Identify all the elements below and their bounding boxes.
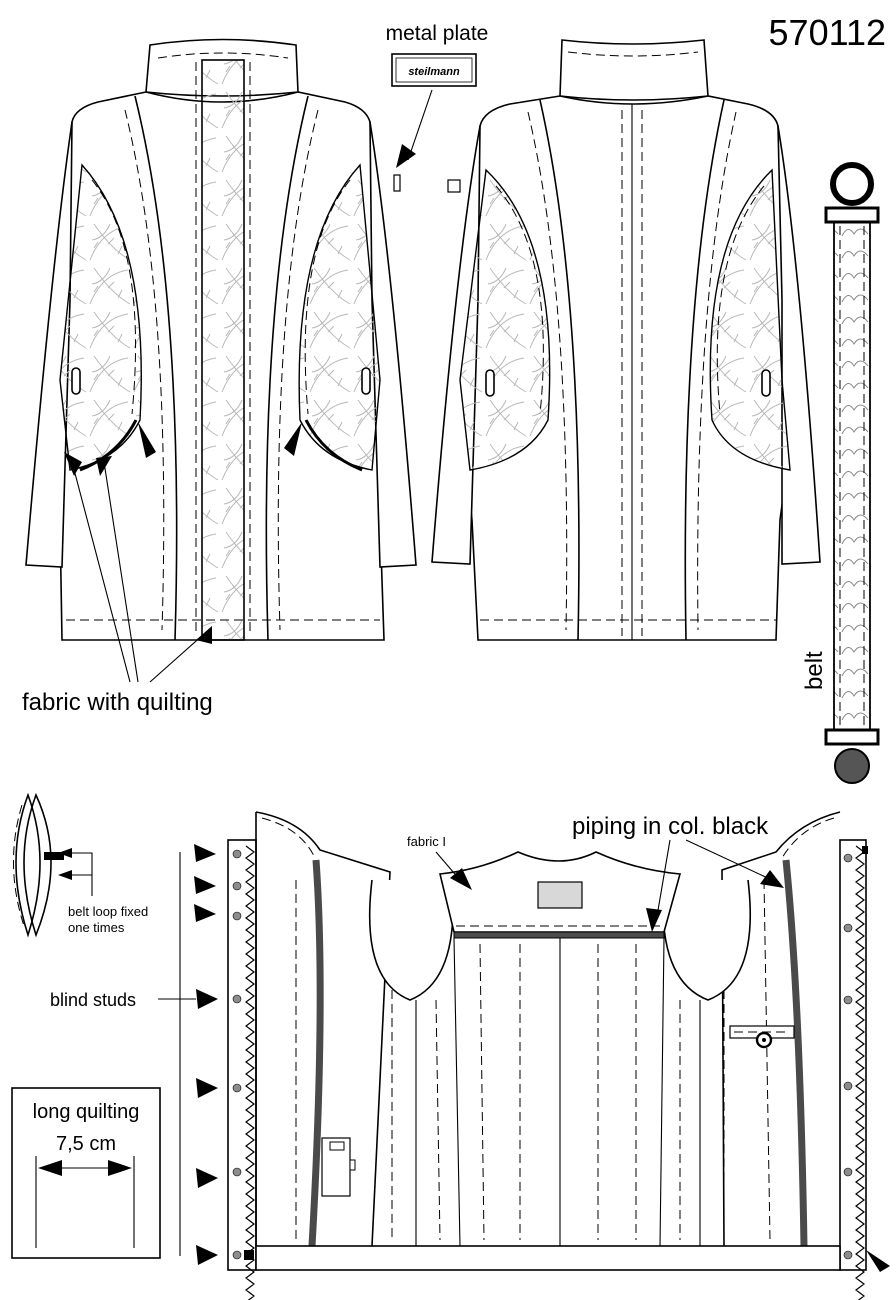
- belt-label: belt: [801, 651, 828, 690]
- stud-pointers: [158, 844, 218, 1265]
- belt-end-ball: [834, 748, 870, 784]
- jacket-back-view: [431, 39, 821, 641]
- fabric-i-label: fabric I: [407, 834, 446, 849]
- metal-plate-brand: steilmann: [408, 66, 460, 78]
- jacket-front-view: [25, 38, 417, 641]
- piping-yoke: [453, 931, 665, 939]
- sleeve-metal-plate: [393, 174, 401, 192]
- fabric-quilting-label: fabric with quilting: [22, 689, 213, 716]
- front-sleeve-right: [369, 121, 417, 568]
- blind-studs-label: blind studs: [50, 990, 136, 1010]
- front-sleeve-left: [25, 121, 73, 568]
- back-body: [459, 95, 797, 641]
- belt-loop-label-line1: belt loop fixed: [68, 904, 148, 919]
- front-quilted-placket: [201, 59, 245, 641]
- belt-strap: [833, 221, 871, 731]
- belt-loop-label-line2: one times: [68, 920, 125, 935]
- piping-label: piping in col. black: [572, 813, 769, 840]
- back-sleeve-right: [777, 125, 821, 565]
- back-quilted-panel-left: [459, 168, 551, 471]
- back-collar: [559, 39, 709, 101]
- jacket-inside-view: [227, 811, 890, 1300]
- front-seam-left: [134, 95, 178, 641]
- piping-left: [308, 859, 324, 1247]
- quilting-pointers: [64, 422, 302, 683]
- long-quilting-box: [11, 1087, 161, 1259]
- back-quilted-panel-right: [709, 168, 791, 471]
- belt-drawing: [824, 162, 880, 784]
- piping-right: [782, 859, 808, 1247]
- metal-plate-badge: [391, 53, 477, 87]
- front-seam-right: [265, 95, 309, 641]
- belt-loop-detail: [13, 792, 93, 938]
- style-number: 570112: [769, 12, 886, 53]
- inside-label-patch: [537, 881, 583, 909]
- long-quilting-label: long quilting: [33, 1101, 140, 1123]
- measurement-label: 7,5 cm: [56, 1133, 116, 1155]
- metal-plate-label: metal plate: [386, 22, 489, 45]
